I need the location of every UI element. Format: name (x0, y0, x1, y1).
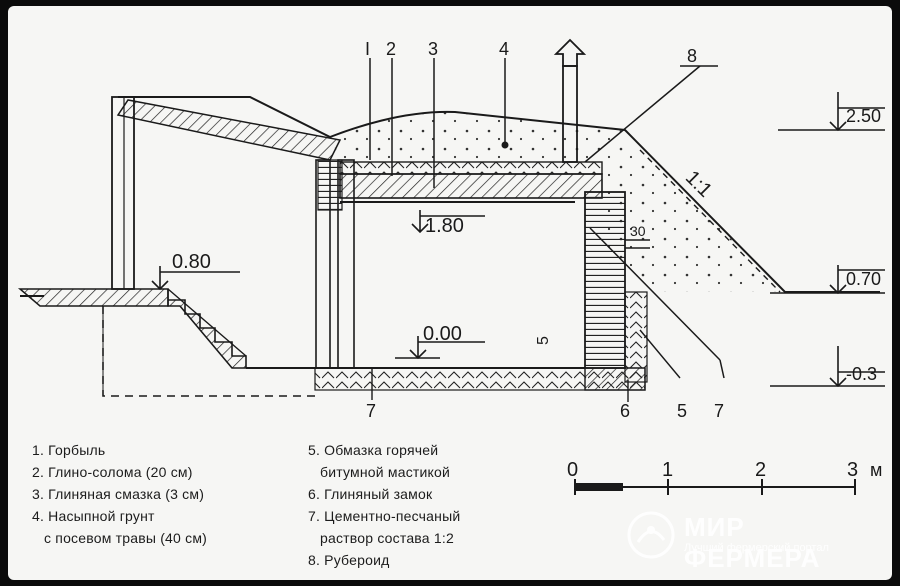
slope-dash-line (639, 149, 781, 293)
stair-run (167, 288, 247, 357)
legend-item-1: 1. Горбыль (32, 442, 106, 458)
callout-5-side: 5 (535, 336, 552, 345)
logo-brand-text: МИР ФЕРМЕРА (684, 512, 821, 573)
elevation-top-label: 2.50 (846, 106, 881, 126)
callout-7-bottom: 7 (366, 401, 376, 421)
roof-clay-straw (339, 173, 603, 199)
scale-tick-3: 3 (847, 459, 858, 481)
legend-item-7-cont: раствор состава 1:2 (320, 530, 454, 546)
legend-item-2: 2. Глино-солома (20 см) (32, 464, 193, 480)
legend-item-4-cont: с посевом травы (40 см) (44, 530, 208, 546)
elevation-ceiling-label: 1.80 (425, 215, 464, 237)
callout-1: I (365, 39, 370, 59)
vent-cap (553, 38, 587, 67)
elevation-mid-label: 0.70 (846, 269, 881, 289)
elevation-step-label: 0.80 (172, 251, 211, 273)
earth-mound (330, 111, 785, 293)
mound-outline (118, 96, 880, 293)
legend-item-6: 6. Глиняный замок (308, 486, 433, 502)
scale-unit: м (870, 460, 882, 480)
legend-item-4: 4. Насыпной грунт (32, 508, 155, 524)
elevation-marks-right (770, 92, 885, 388)
canopy-post-left (111, 96, 135, 290)
drawing-sheet: I 2 3 4 8 7 6 5 7 5 2.50 0.70 -0.3 0.80 … (8, 6, 892, 580)
callout-5-bottom: 5 (677, 401, 687, 421)
legend-item-3: 3. Глиняная смазка (3 см) (32, 486, 205, 502)
callout-4: 4 (499, 39, 509, 59)
back-footing (584, 367, 646, 391)
cellar-section-drawing: I 2 3 4 8 7 6 5 7 5 2.50 0.70 -0.3 0.80 … (17, 38, 885, 495)
callout-7b-bottom: 7 (714, 401, 724, 421)
wall-thickness-label: 30 (630, 223, 646, 239)
legend-item-5: 5. Обмазка горячей (308, 442, 439, 458)
scale-tick-1: 1 (662, 459, 673, 481)
callout-3: 3 (428, 39, 438, 59)
door-column-right (337, 159, 355, 369)
callout-2: 2 (386, 39, 396, 59)
legend-item-5-cont: битумной мастикой (320, 464, 451, 480)
site-logo: МИР ФЕРМЕРА Лучший фермерский портал (620, 508, 870, 573)
callout-8: 8 (687, 46, 697, 66)
foundation-dash (102, 306, 320, 397)
elevation-floor-label: 0.00 (423, 323, 462, 345)
callout-lines-bottom (371, 329, 681, 402)
logo-tagline: Лучший фермерский портал (684, 542, 829, 554)
front-wall-brick (317, 159, 343, 211)
roof-beam-layer (339, 161, 603, 175)
elevation-marks-inner (151, 210, 650, 360)
fill-marker (501, 141, 509, 149)
callout-6-bottom: 6 (620, 401, 630, 421)
callout-lines-top (369, 58, 725, 379)
elevation-low-label: -0.3 (846, 364, 877, 384)
back-wall-brick (584, 191, 626, 369)
logo-emblem-icon (627, 511, 675, 559)
scale-tick-0: 0 (567, 459, 578, 481)
legend-item-7: 7. Цементно-песчаный (308, 508, 461, 524)
scale-bar (574, 479, 856, 495)
stairs (167, 289, 247, 369)
canopy-roof (116, 99, 342, 161)
legend-item-8: 8. Рубероид (308, 552, 390, 568)
ground-left (17, 288, 169, 307)
scale-tick-2: 2 (755, 459, 766, 481)
